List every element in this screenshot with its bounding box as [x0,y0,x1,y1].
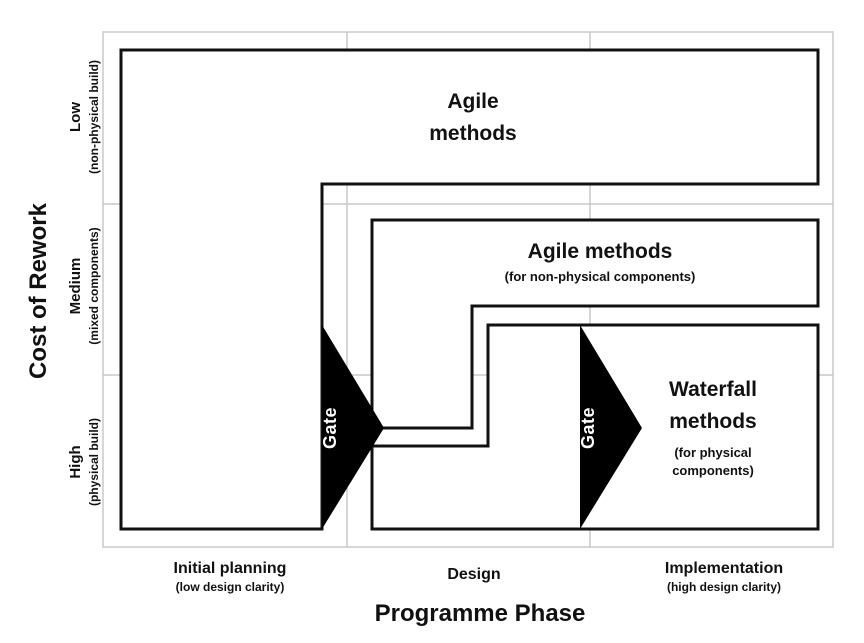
agile-nonphysical-title: Agile methods [527,240,673,263]
y-level-low-name: Low [67,102,84,132]
x-phase-design-name: Design [447,566,501,583]
waterfall-label: Waterfall methods (for physical componen… [638,374,788,480]
x-phase-initial-planning-detail: (low design clarity) [175,580,285,594]
y-level-low-detail: (non-physical build) [87,60,101,174]
gate-1-arrow [322,325,384,529]
x-phase-implementation-name: Implementation [664,560,784,577]
x-axis-title: Programme Phase [374,600,586,627]
y-level-medium-name: Medium [67,257,84,315]
y-level-high: High (physical build) [66,382,106,542]
agile-nonphysical-label: Agile methods (for non-physical componen… [450,236,750,286]
y-level-high-name: High [67,445,84,479]
waterfall-detail-line1: (for physical [674,445,752,460]
waterfall-label-line2: methods [669,410,757,433]
y-axis-title: Cost of Rework [25,203,52,380]
x-phase-initial-planning: Initial planning (low design clarity) [130,559,330,595]
y-level-high-detail: (physical build) [87,418,101,507]
agile-label-line1: Agile [447,90,499,113]
gate-2-label: Gate [578,406,598,450]
agile-label: Agile methods [373,86,573,150]
gate-1-label: Gate [320,406,340,450]
agile-nonphysical-detail: (for non-physical components) [504,269,696,284]
y-level-medium-detail: (mixed components) [87,227,101,345]
y-level-low: Low (non-physical build) [66,37,106,197]
waterfall-label-line1: Waterfall [669,378,757,401]
x-phase-design: Design [374,565,574,585]
x-phase-initial-planning-name: Initial planning [173,560,287,577]
agile-label-line2: methods [429,122,517,145]
waterfall-detail-line2: components) [672,463,754,478]
x-phase-implementation-detail: (high design clarity) [666,580,781,594]
x-phase-implementation: Implementation (high design clarity) [614,559,834,595]
agile-region [119,48,820,531]
gate-2-arrow [580,325,642,529]
y-level-medium: Medium (mixed components) [66,206,106,366]
